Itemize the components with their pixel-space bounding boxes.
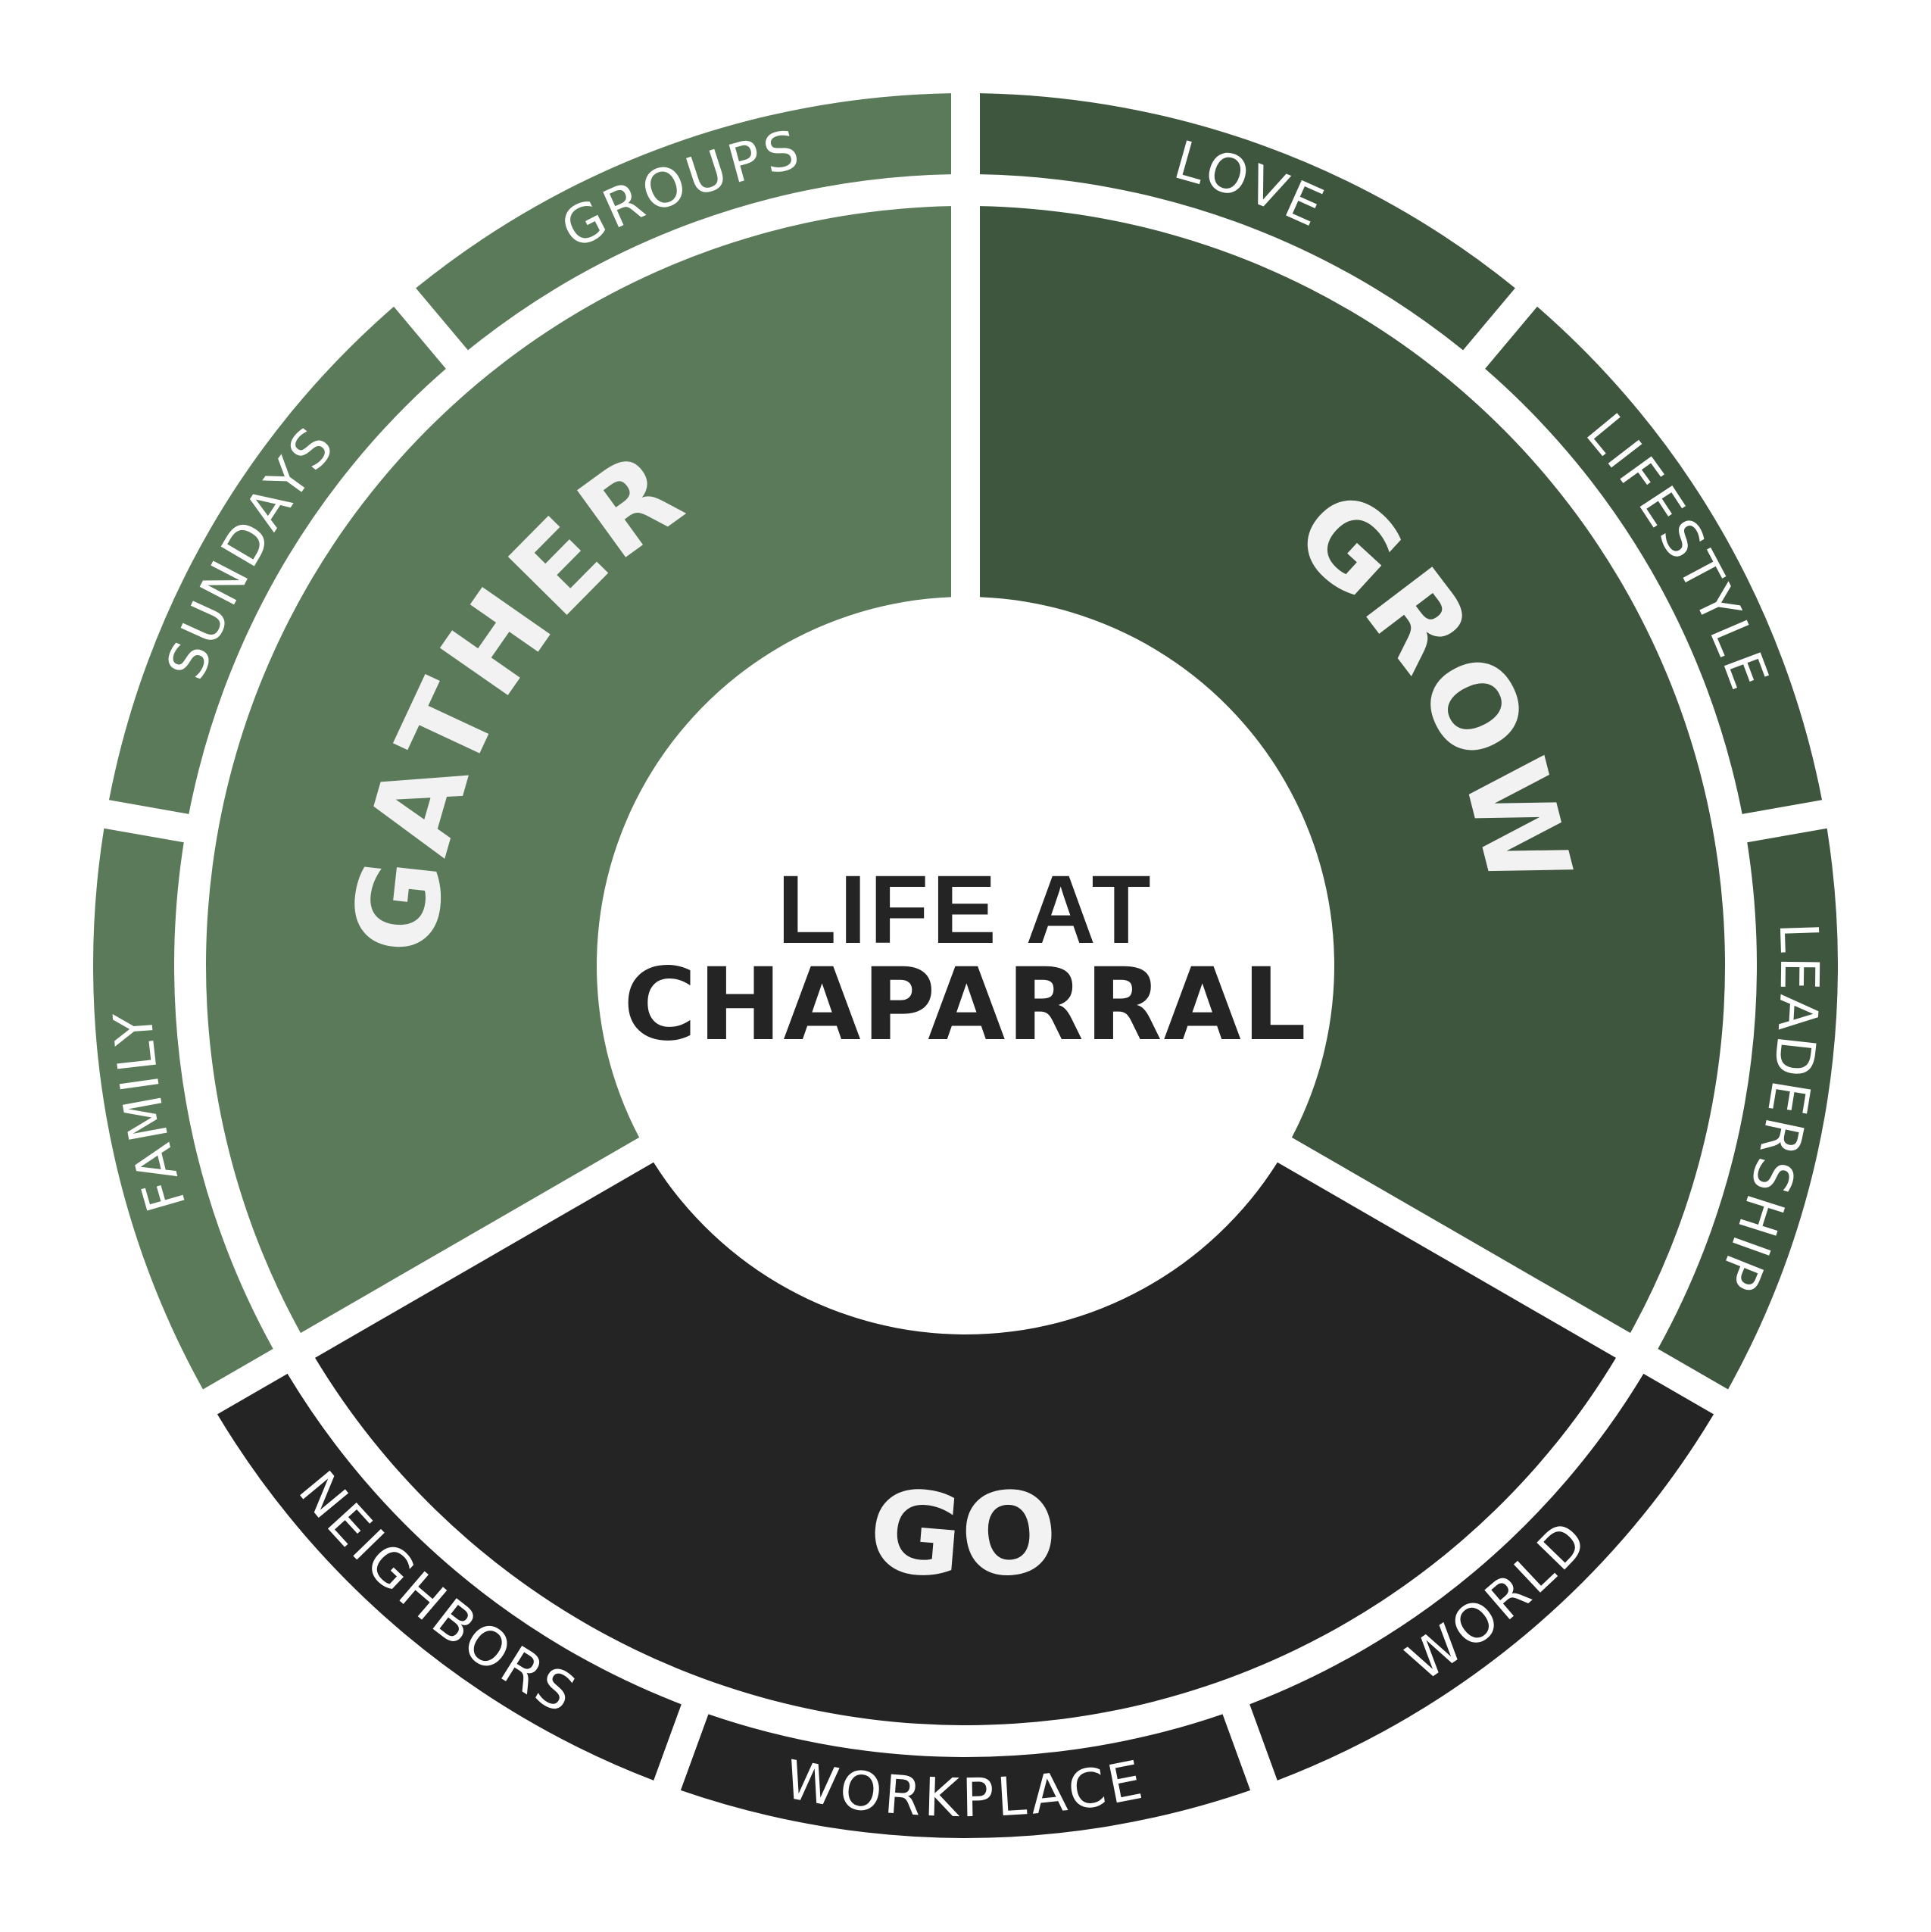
lifestyle-segment[interactable] <box>1485 306 1823 814</box>
grow-segment[interactable] <box>979 206 1725 1333</box>
neighbors-segment[interactable] <box>217 1373 682 1781</box>
workplace-segment[interactable] <box>680 1714 1251 1838</box>
go-segment[interactable] <box>315 1162 1616 1726</box>
gather-segment[interactable] <box>206 206 952 1333</box>
family-segment[interactable] <box>92 828 273 1390</box>
leadership-segment[interactable] <box>1658 828 1838 1390</box>
center-title-line2: CHAPARRAL <box>623 947 1308 1063</box>
groups-segment[interactable] <box>416 93 952 351</box>
world-segment[interactable] <box>1249 1373 1714 1781</box>
go-label: GO <box>864 1465 1067 1604</box>
center-title-line1: LIFE AT <box>777 856 1153 964</box>
sundays-segment[interactable] <box>108 306 446 814</box>
love-segment[interactable] <box>979 93 1515 351</box>
